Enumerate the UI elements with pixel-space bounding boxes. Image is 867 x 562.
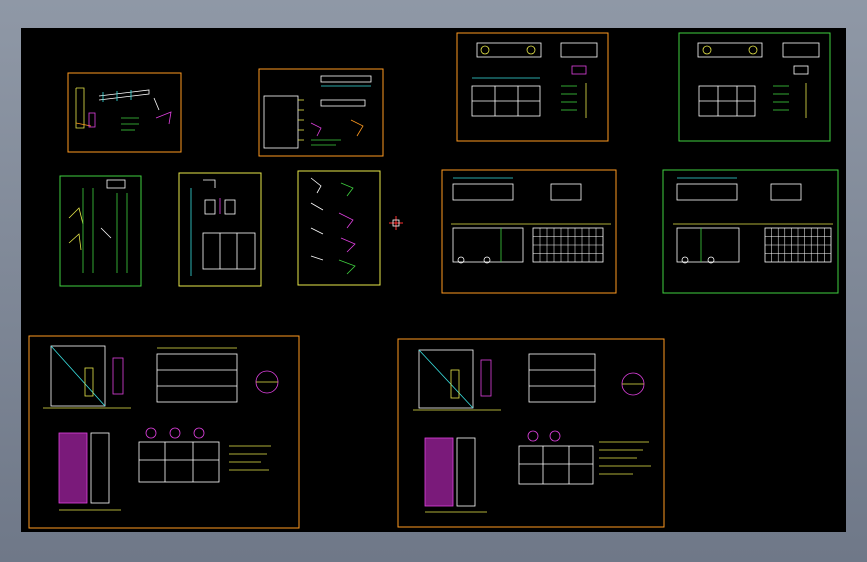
tile-pattern — [58, 432, 88, 504]
layout-sheet-a[interactable] — [28, 335, 300, 529]
section-sheet-1[interactable] — [59, 175, 142, 287]
elevation-sheet-b[interactable] — [678, 32, 831, 142]
elevation-sheet-a[interactable] — [456, 32, 609, 142]
cursor-crosshair-icon — [389, 216, 403, 230]
plan-sheet-a[interactable] — [441, 169, 617, 294]
drawing-canvas[interactable] — [21, 28, 846, 532]
section-sheet-2[interactable] — [178, 172, 262, 287]
detail-sheet-2[interactable] — [258, 68, 384, 157]
layout-sheet-b[interactable] — [397, 338, 665, 528]
plan-sheet-b[interactable] — [662, 169, 839, 294]
grid-ceiling — [532, 227, 604, 263]
cad-drawing — [28, 32, 839, 529]
tile-pattern — [424, 437, 454, 507]
detail-sheet-1[interactable] — [67, 72, 182, 153]
section-sheet-3[interactable] — [297, 170, 381, 286]
grid-ceiling — [764, 227, 832, 263]
